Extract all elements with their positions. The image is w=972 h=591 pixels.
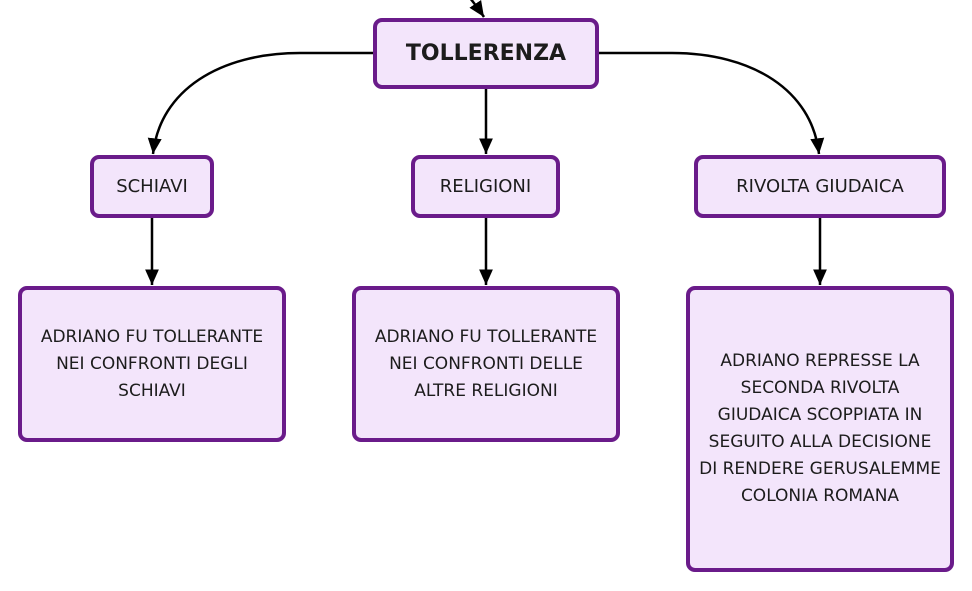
- category-label-rivolta-giudaica: RIVOLTA GIUDAICA: [736, 176, 904, 197]
- root-node-tollerenza: TOLLERENZA: [373, 18, 599, 89]
- connector-root-to-schiavi: [147, 51, 373, 155]
- category-label-religioni: RELIGIONI: [439, 176, 532, 197]
- detail-text-religioni: ADRIANO FU TOLLERANTE NEI CONFRONTI DELL…: [374, 326, 598, 401]
- incoming-connector-arrow: [469, 0, 486, 18]
- detail-text-schiavi: ADRIANO FU TOLLERANTE NEI CONFRONTI DEGL…: [40, 326, 264, 401]
- root-node-label: TOLLERENZA: [405, 41, 567, 66]
- detail-node-rivolta-giudaica: ADRIANO REPRESSE LA SECONDA RIVOLTA GIUD…: [686, 286, 954, 572]
- detail-text-rivolta-giudaica: ADRIANO REPRESSE LA SECONDA RIVOLTA GIUD…: [699, 351, 941, 506]
- category-node-rivolta-giudaica: RIVOLTA GIUDAICA: [694, 155, 946, 218]
- detail-node-schiavi: ADRIANO FU TOLLERANTE NEI CONFRONTI DEGL…: [18, 286, 286, 442]
- detail-node-religioni: ADRIANO FU TOLLERANTE NEI CONFRONTI DELL…: [352, 286, 620, 442]
- category-node-schiavi: SCHIAVI: [90, 155, 214, 218]
- category-label-schiavi: SCHIAVI: [116, 176, 188, 197]
- category-node-religioni: RELIGIONI: [411, 155, 560, 218]
- connector-root-to-rivolta: [599, 51, 825, 155]
